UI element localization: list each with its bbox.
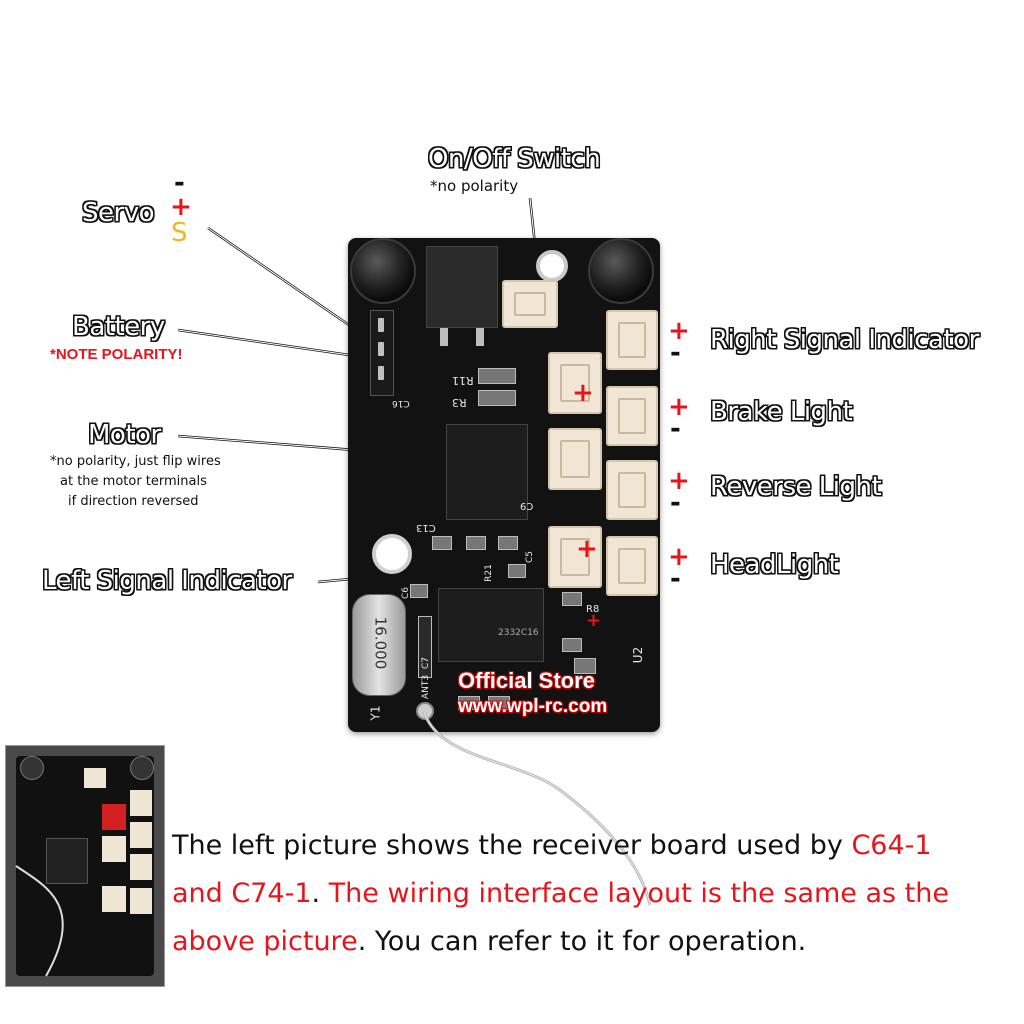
on-off-switch-label: On/Off Switch bbox=[428, 144, 601, 174]
desc-model-c64: C64-1 bbox=[851, 830, 932, 861]
desc-text-3: . bbox=[311, 878, 329, 909]
voltage-regulator bbox=[426, 246, 498, 328]
headlight-label: HeadLight bbox=[710, 550, 839, 580]
battery-plus-mark: + bbox=[572, 378, 594, 408]
desc-text-1: The left picture shows the receiver boar… bbox=[172, 830, 852, 861]
motor-note-3: if direction reversed bbox=[68, 494, 199, 509]
silk-r3: R3 bbox=[452, 396, 467, 409]
on-off-switch-note: *no polarity bbox=[430, 177, 519, 195]
silk-c9: C9 bbox=[520, 500, 534, 511]
silk-u2: U2 bbox=[631, 646, 646, 664]
headlight-plus: + bbox=[668, 542, 690, 572]
mounting-hole-top bbox=[536, 250, 568, 282]
silk-r8: R8 bbox=[586, 604, 600, 615]
brake-light-minus: - bbox=[670, 414, 681, 444]
silk-y1: Y1 bbox=[368, 705, 383, 721]
mcu-ic bbox=[438, 588, 544, 662]
crystal-y1 bbox=[352, 594, 406, 696]
reverse-light-connector bbox=[606, 460, 658, 520]
ic-marking: 2332C16 bbox=[498, 628, 539, 638]
reverse-light-label: Reverse Light bbox=[710, 472, 882, 502]
reverse-light-plus: + bbox=[668, 466, 690, 496]
capacitor-left bbox=[350, 238, 416, 304]
servo-signal-mark: S bbox=[171, 218, 188, 248]
bottom-description: The left picture shows the receiver boar… bbox=[172, 822, 992, 966]
left-signal-label: Left Signal Indicator bbox=[42, 566, 292, 596]
silk-r11: R11 bbox=[452, 374, 474, 387]
c64-receiver-photo bbox=[5, 745, 165, 987]
desc-model-c74: and C74-1 bbox=[172, 878, 312, 909]
board-plus-mark: + bbox=[586, 610, 602, 631]
silk-c16: C16 bbox=[392, 398, 410, 408]
reverse-light-minus: - bbox=[670, 488, 681, 518]
crystal-label: 16.000 bbox=[371, 616, 390, 670]
motor-connector bbox=[548, 428, 602, 490]
desc-text-4: . You can refer to it for operation. bbox=[357, 926, 807, 957]
motor-label: Motor bbox=[88, 420, 161, 450]
motor-driver-ic bbox=[446, 424, 528, 520]
capacitor-right bbox=[588, 238, 654, 304]
watermark-store: Official Store bbox=[458, 668, 595, 693]
servo-minus-mark: - bbox=[174, 168, 185, 198]
brake-light-plus: + bbox=[668, 392, 690, 422]
right-signal-label: Right Signal Indicator bbox=[710, 325, 979, 355]
right-signal-plus: + bbox=[668, 316, 690, 346]
watermark-url: www.wpl-rc.com bbox=[458, 696, 608, 717]
left-signal-plus-mark: + bbox=[576, 534, 598, 564]
motor-note-2: at the motor terminals bbox=[60, 474, 207, 489]
silk-r21: R21 bbox=[483, 564, 494, 582]
mounting-hole-left bbox=[372, 534, 412, 574]
brake-light-label: Brake Light bbox=[710, 397, 853, 427]
receiver-board: + + + 2332C16 R11 R3 C16 C13 C9 R21 C5 R… bbox=[348, 238, 660, 732]
silk-ant3: ANT3 bbox=[421, 674, 432, 700]
silk-c6: C6 bbox=[401, 586, 412, 600]
silk-c13: C13 bbox=[416, 522, 436, 533]
right-signal-connector bbox=[606, 310, 658, 370]
silk-c5: C5 bbox=[525, 550, 536, 564]
headlight-minus: - bbox=[670, 564, 681, 594]
highlighted-battery-connector bbox=[102, 804, 126, 830]
right-signal-minus: - bbox=[670, 338, 681, 368]
brake-light-connector bbox=[606, 386, 658, 446]
servo-label: Servo bbox=[82, 198, 154, 228]
headlight-connector bbox=[606, 536, 658, 596]
motor-note-1: *no polarity, just flip wires bbox=[50, 454, 221, 469]
silk-c7: C7 bbox=[421, 656, 432, 670]
desc-red-sentence: The wiring interface layout is the same … bbox=[172, 878, 949, 957]
servo-plus-mark: + bbox=[170, 192, 192, 222]
on-off-switch-connector bbox=[502, 280, 558, 328]
antenna-pad bbox=[416, 702, 434, 720]
battery-label: Battery bbox=[72, 312, 165, 342]
battery-connector bbox=[548, 352, 602, 414]
battery-polarity-note: *NOTE POLARITY! bbox=[50, 346, 183, 363]
left-signal-connector bbox=[548, 526, 602, 588]
